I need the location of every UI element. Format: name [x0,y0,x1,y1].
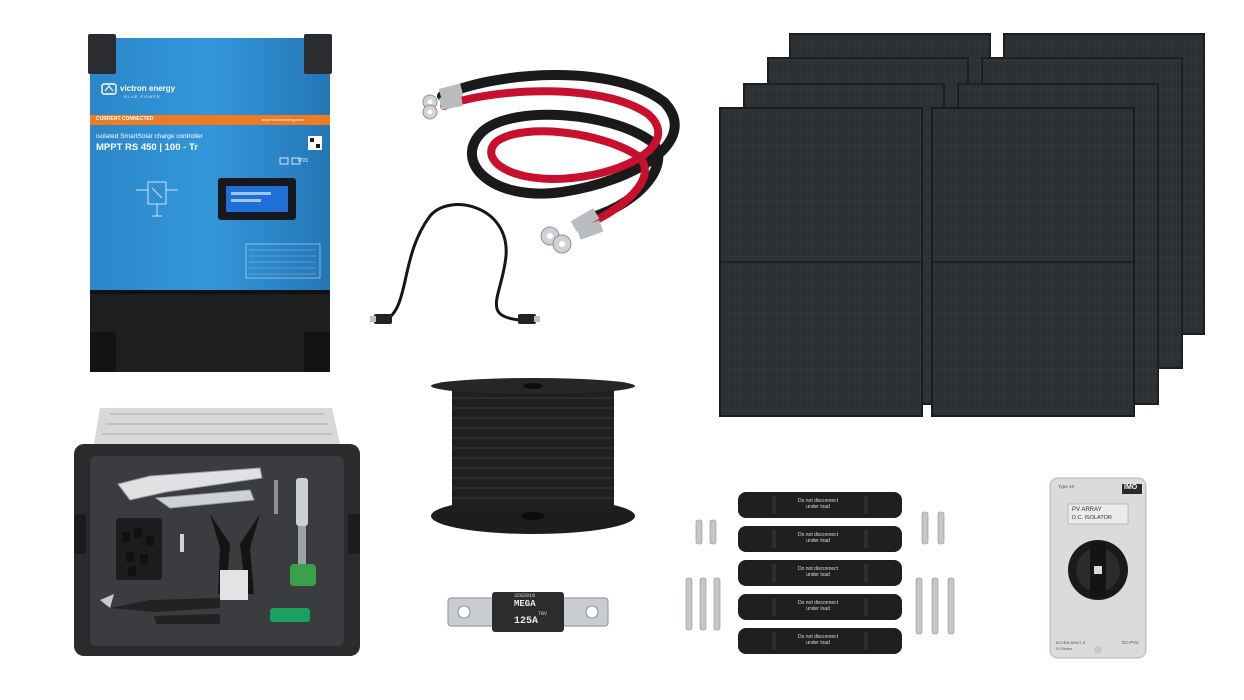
charge-controller: victron energy BLUE POWER CURRENT CONNEC… [86,32,334,374]
brand-tagline: BLUE POWER [124,94,161,99]
mega-fuse: 3282010 MEGA 70V 125A [446,590,610,634]
isolator-brand: IMO [1124,484,1138,491]
solar-panels [716,32,1210,420]
fuse-voltage: 70V [538,611,548,617]
fuse-code: 3282010 [514,593,536,599]
controller-description: isolated SmartSolar charge controller [96,133,203,140]
solar-cable-reel [428,374,638,544]
isolator-label-2: D.C. ISOLATOR [1072,515,1112,521]
fuse-amps: 125A [514,616,539,627]
band-label: CURRENT CONNECTED [96,116,154,122]
isolator-type: Type 4X [1058,484,1075,489]
dc-isolator: Type 4X IMO PV ARRAY D.C. ISOLATOR IEC/E… [1048,476,1148,660]
isolator-label-1: PV ARRAY [1072,507,1102,513]
fuse-name: MEGA [514,599,536,609]
controller-model: MPPT RS 450 | 100 - Tr [96,142,198,153]
isolator-series: SI Series [1056,646,1073,651]
controller-rating: IP21 [298,158,309,164]
brand-label: victron energy [120,84,176,93]
network-cable [370,196,540,332]
battery-cables [412,52,684,262]
band-url: www.victronenergy.com [262,117,304,122]
isolator-model: DC-PV2 [1122,640,1139,645]
crimp-tool-case [70,404,364,660]
isolator-standard: IEC/EN 60947-3 [1056,640,1086,645]
